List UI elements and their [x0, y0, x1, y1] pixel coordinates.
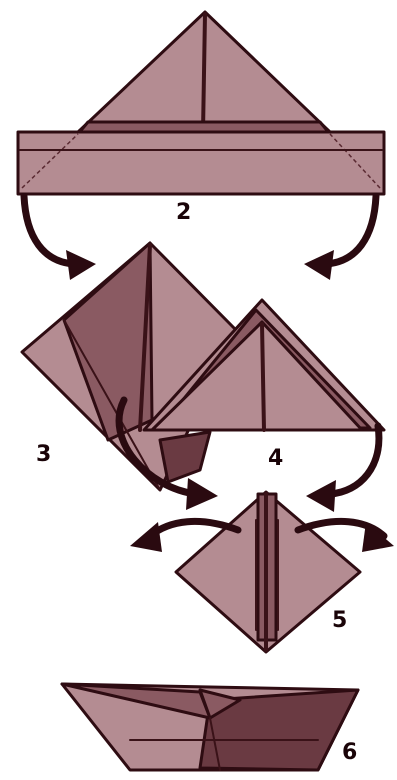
- step-4-arrow: [306, 426, 379, 512]
- step-3-pocket: [160, 432, 210, 482]
- step-2-label: 2: [176, 202, 191, 224]
- step-4-label: 4: [268, 448, 283, 470]
- step-4-center-crease: [262, 324, 264, 430]
- step-2-hat-figure: [18, 12, 384, 194]
- hat-brim: [18, 132, 384, 194]
- step-2-left-arrow: [24, 196, 96, 280]
- step-6-label: 6: [342, 742, 357, 764]
- step-2-right-arrow: [304, 196, 376, 280]
- hat-center-crease: [203, 14, 205, 132]
- step-6-boat-figure: [62, 684, 358, 770]
- step-5-label: 5: [332, 610, 347, 632]
- step-3-label: 3: [36, 444, 51, 466]
